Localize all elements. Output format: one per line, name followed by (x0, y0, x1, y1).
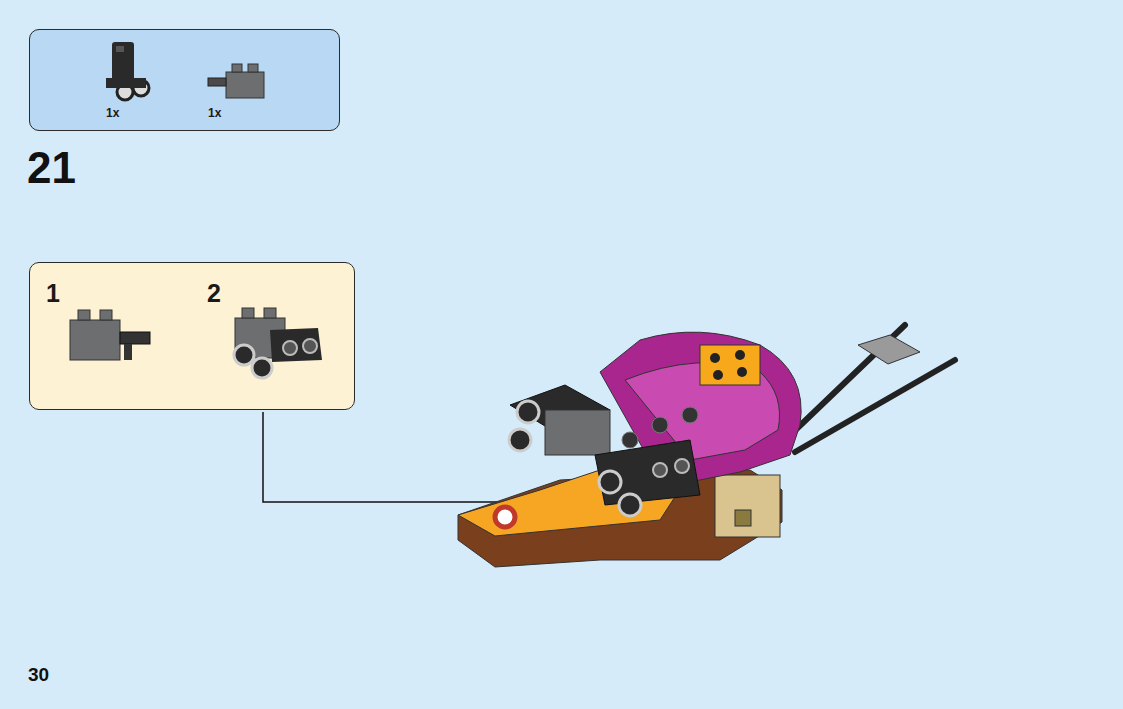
substep-panel-fill (29, 262, 355, 410)
part-icon (208, 64, 264, 98)
model (458, 325, 955, 567)
substep-number: 1 (46, 279, 60, 308)
substep-part (234, 308, 322, 378)
step-number: 21 (27, 143, 76, 193)
substep-number: 2 (207, 279, 221, 308)
leader-line (263, 412, 576, 502)
part-icon (106, 42, 149, 100)
part-count: 1x (208, 106, 221, 120)
part-count: 1x (106, 106, 119, 120)
substep-panel: 12 (29, 262, 355, 410)
parts-panel-fill (29, 29, 340, 131)
page-number: 30 (28, 664, 49, 686)
substep-part (70, 310, 150, 360)
parts-panel: 1x 1x (29, 29, 340, 131)
